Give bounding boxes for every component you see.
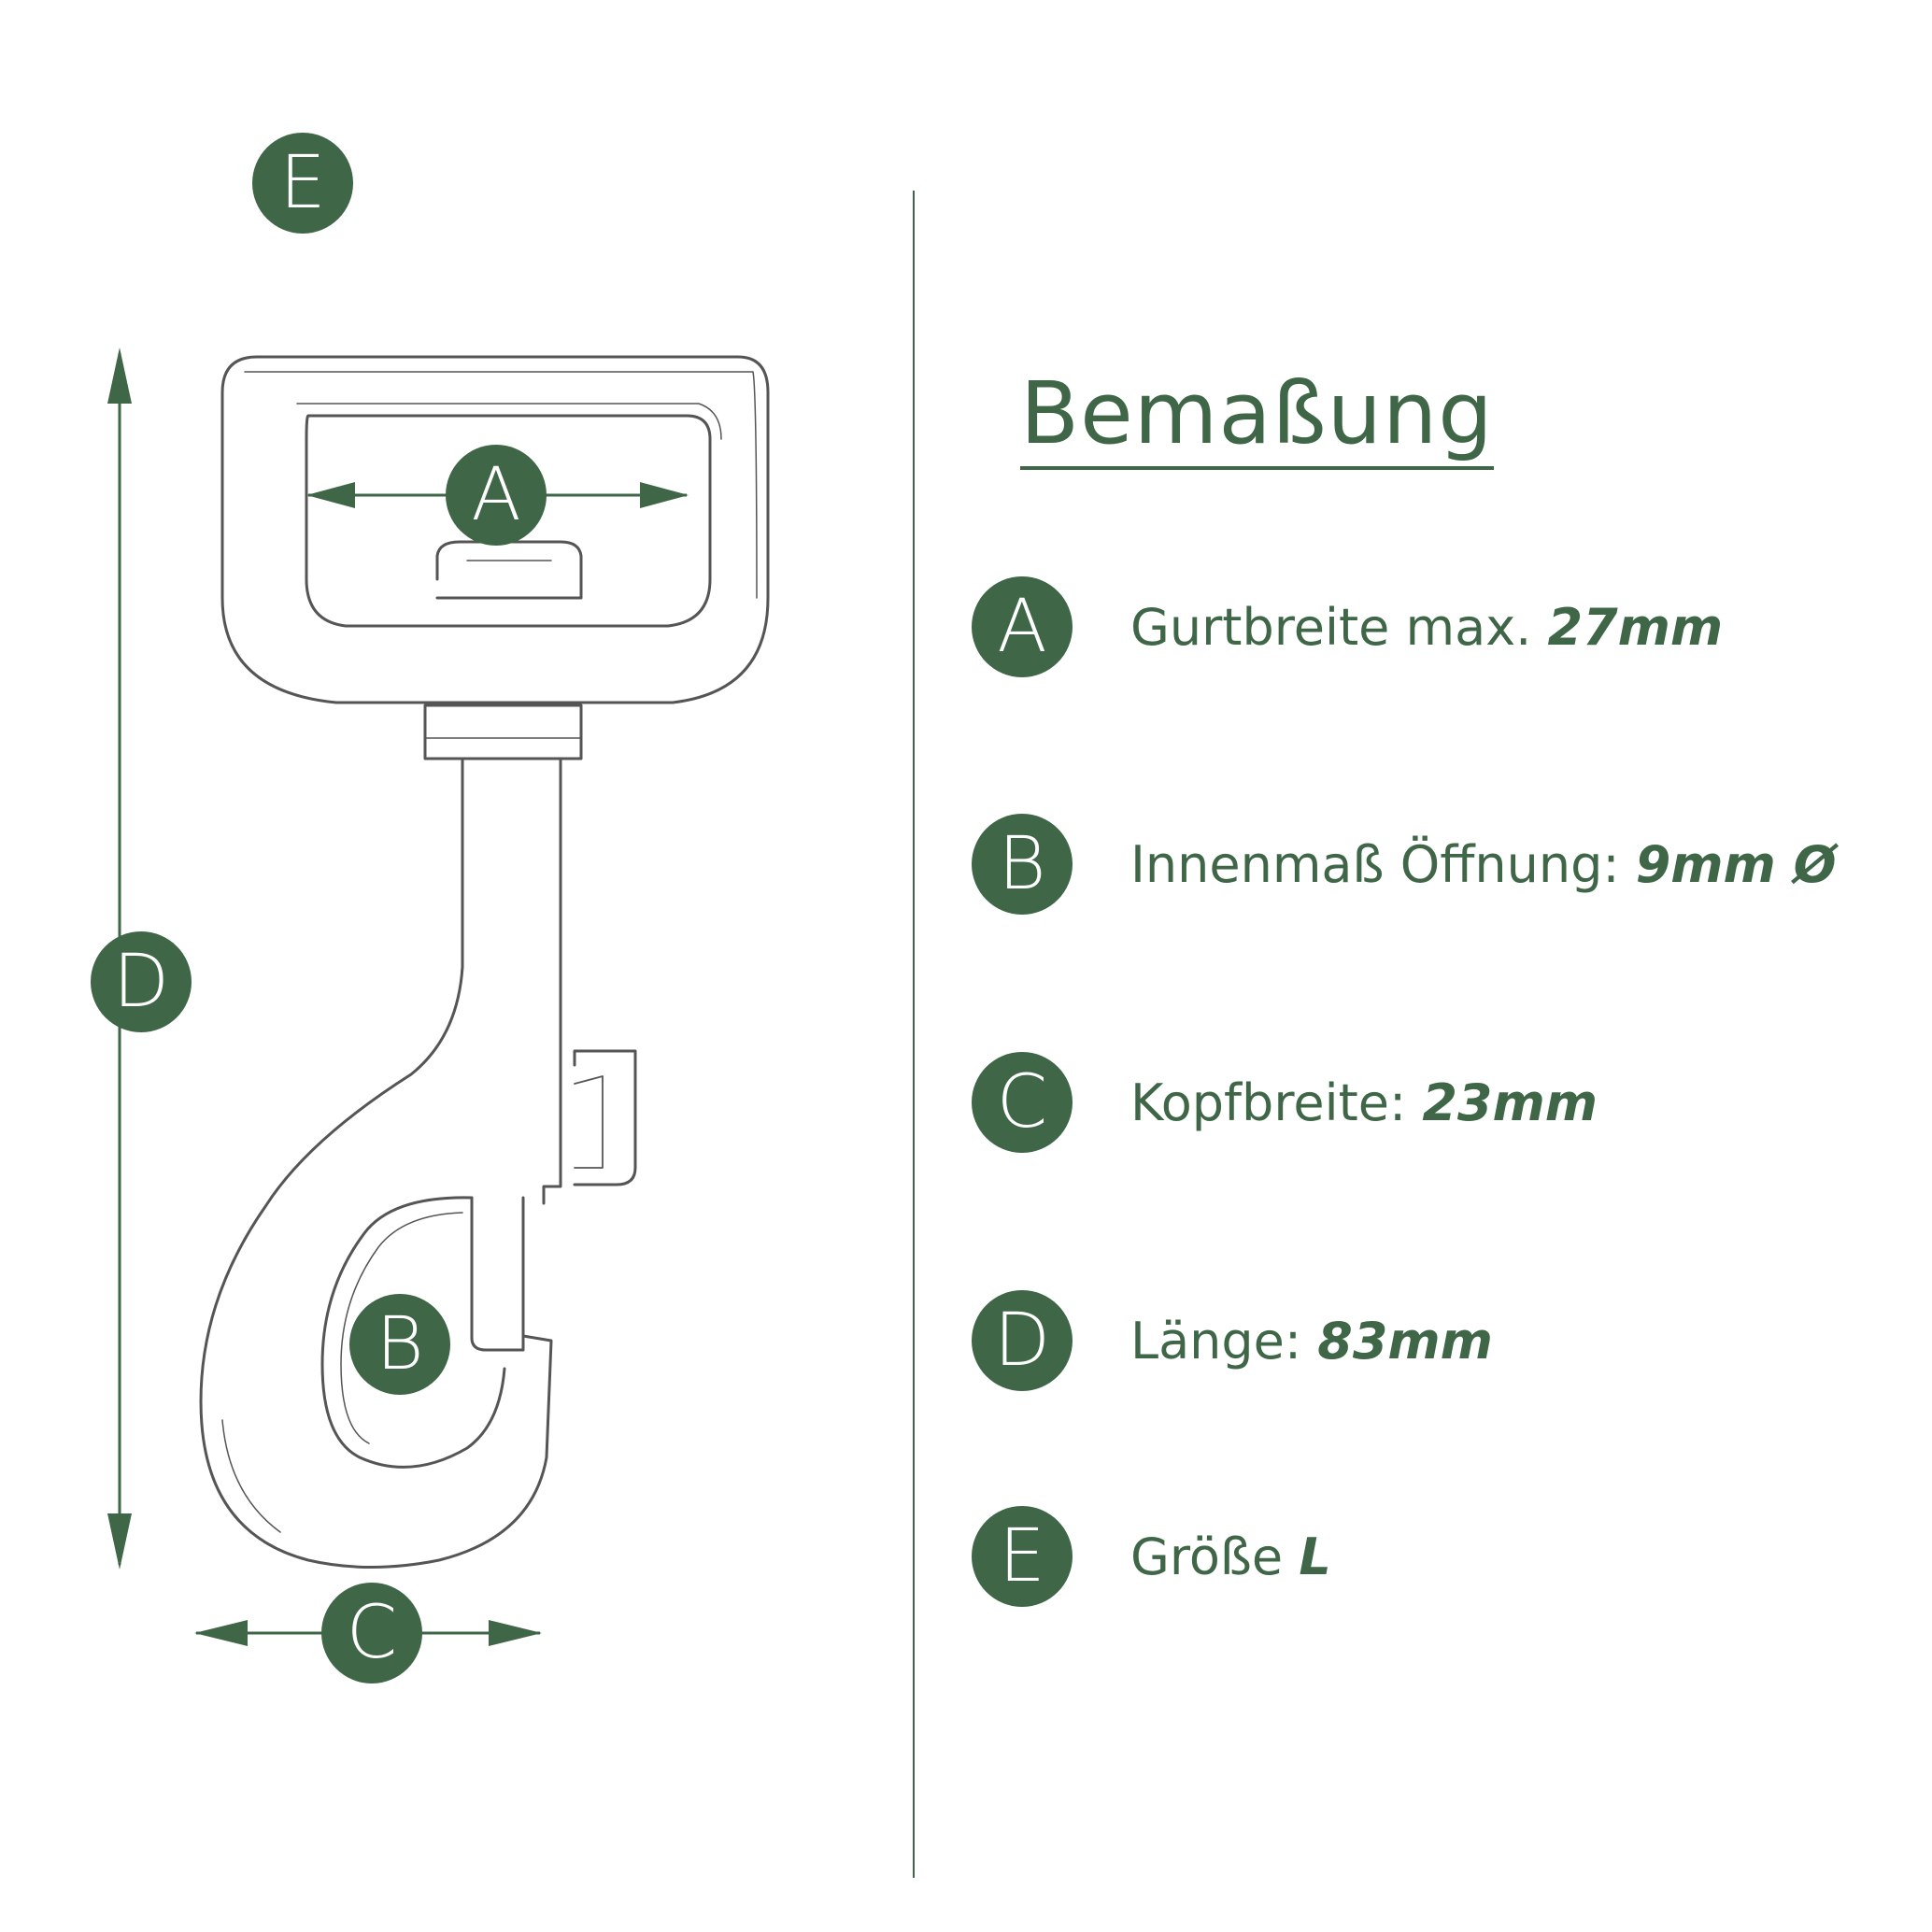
spec-row-e: E Größe L [972,1506,1331,1607]
spec-a-text: Gurtbreite max. 27mm [1130,598,1723,657]
label-a-badge: A [446,445,547,546]
vertical-divider [913,191,915,1878]
spec-row-d: D Länge: 83mm [972,1290,1493,1391]
label-c-badge: C [321,1583,422,1683]
spec-c-text: Kopfbreite: 23mm [1130,1073,1598,1132]
spec-row-a: A Gurtbreite max. 27mm [972,576,1723,677]
gate-latch [573,1049,637,1186]
spec-a-badge: A [972,576,1073,677]
hook-loop-inner [305,414,712,628]
spec-e-label: Größe [1130,1527,1300,1586]
spec-d-badge: D [972,1290,1073,1391]
spec-c-badge: C [972,1052,1073,1153]
spec-row-c: C Kopfbreite: 23mm [972,1052,1598,1153]
spec-c-label: Kopfbreite: [1130,1073,1423,1132]
hook-inner [320,1196,506,1469]
spec-d-text: Länge: 83mm [1130,1312,1493,1371]
spec-b-value: 9mm Ø [1635,834,1837,894]
spec-b-label: Innenmaß Öffnung: [1130,834,1636,894]
spec-e-value: L [1299,1527,1331,1586]
label-b-badge: B [349,1294,450,1395]
spring-gate [470,1196,525,1352]
label-e-badge: E [252,133,353,234]
label-d-badge: D [91,931,192,1032]
spec-a-label: Gurtbreite max. [1130,597,1548,657]
spec-b-text: Innenmaß Öffnung: 9mm Ø [1130,835,1837,894]
spec-e-badge: E [972,1506,1073,1607]
spec-e-text: Größe L [1130,1527,1331,1586]
swivel-collar [423,703,583,760]
spec-a-value: 27mm [1547,597,1724,657]
spec-d-label: Länge: [1130,1311,1318,1371]
swivel-knob [435,540,583,600]
spec-b-badge: B [972,814,1073,915]
hook-shaft [199,757,553,1569]
spec-c-value: 23mm [1422,1073,1598,1132]
spec-d-value: 83mm [1317,1311,1493,1371]
page-title: Bemaßung [1020,366,1494,471]
spec-row-b: B Innenmaß Öffnung: 9mm Ø [972,814,1837,915]
hook-loop-outer [220,355,770,704]
